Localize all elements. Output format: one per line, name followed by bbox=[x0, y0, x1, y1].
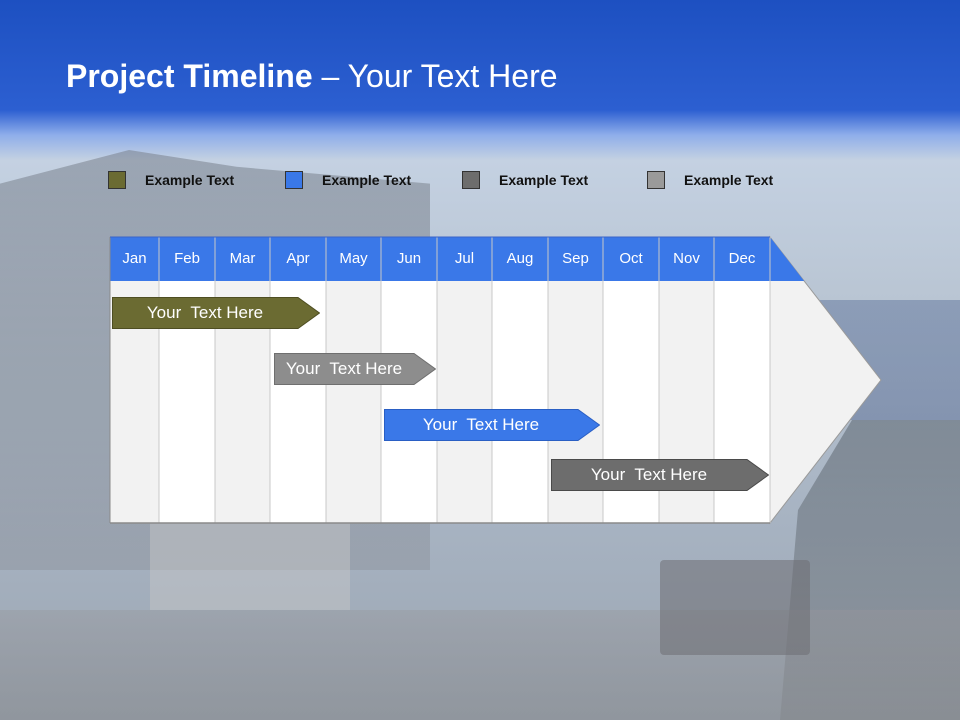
task-arrow: Your Text Here bbox=[112, 297, 320, 329]
task-arrow: Your Text Here bbox=[551, 459, 769, 491]
month-column bbox=[437, 281, 492, 523]
title-rest: – Your Text Here bbox=[312, 58, 558, 94]
legend-swatch bbox=[462, 171, 480, 189]
task-label: Your Text Here bbox=[422, 415, 540, 434]
month-header-cell bbox=[548, 237, 603, 281]
month-header-cell bbox=[714, 237, 770, 281]
background-building-photo bbox=[150, 520, 350, 610]
month-header-cell bbox=[110, 237, 159, 281]
month-label: Apr bbox=[286, 250, 310, 267]
month-column bbox=[326, 281, 381, 523]
month-header-cell bbox=[270, 237, 326, 281]
legend-swatch bbox=[108, 171, 126, 189]
page-title: Project Timeline – Your Text Here bbox=[66, 58, 558, 95]
month-header-cell bbox=[492, 237, 548, 281]
month-column bbox=[492, 281, 548, 523]
legend-label: Example Text bbox=[145, 172, 235, 188]
month-label: Aug bbox=[506, 250, 534, 267]
task-label: Your Text Here bbox=[285, 359, 403, 378]
legend-label: Example Text bbox=[322, 172, 412, 188]
month-label: Sep bbox=[562, 250, 589, 267]
task-arrow: Your Text Here bbox=[274, 353, 436, 385]
timeline-arrow-header bbox=[770, 237, 805, 281]
month-header-cell bbox=[381, 237, 437, 281]
task-label: Your Text Here bbox=[146, 303, 264, 322]
month-header-cell bbox=[159, 237, 215, 281]
month-header-cell bbox=[603, 237, 659, 281]
month-header-cell bbox=[326, 237, 381, 281]
task-arrow-fill bbox=[112, 297, 320, 329]
month-header-cell bbox=[437, 237, 492, 281]
month-label: Mar bbox=[229, 250, 256, 267]
task-label: Your Text Here bbox=[590, 465, 708, 484]
month-label: Dec bbox=[728, 250, 756, 267]
task-arrow-shape bbox=[551, 459, 769, 491]
background-cable-car-photo bbox=[660, 560, 810, 655]
month-label: Feb bbox=[174, 250, 200, 267]
month-label: Nov bbox=[673, 250, 700, 267]
task-arrow-shape bbox=[384, 409, 600, 441]
task-arrow-fill bbox=[274, 353, 436, 385]
month-header-cell bbox=[659, 237, 714, 281]
month-label: Jan bbox=[122, 250, 147, 267]
task-arrow-fill bbox=[551, 459, 769, 491]
month-label: Oct bbox=[619, 250, 643, 267]
month-label: May bbox=[339, 250, 368, 267]
month-label: Jun bbox=[396, 250, 422, 267]
task-arrow-fill bbox=[384, 409, 600, 441]
legend-swatch bbox=[285, 171, 303, 189]
month-column bbox=[381, 281, 437, 523]
task-arrow-shape bbox=[274, 353, 436, 385]
month-header-cell bbox=[215, 237, 270, 281]
legend-label: Example Text bbox=[499, 172, 589, 188]
task-arrow: Your Text Here bbox=[384, 409, 600, 441]
task-arrow-shape bbox=[112, 297, 320, 329]
legend-label: Example Text bbox=[684, 172, 774, 188]
title-bold: Project Timeline bbox=[66, 58, 313, 94]
legend-swatch bbox=[647, 171, 665, 189]
month-label: Jul bbox=[454, 250, 475, 267]
